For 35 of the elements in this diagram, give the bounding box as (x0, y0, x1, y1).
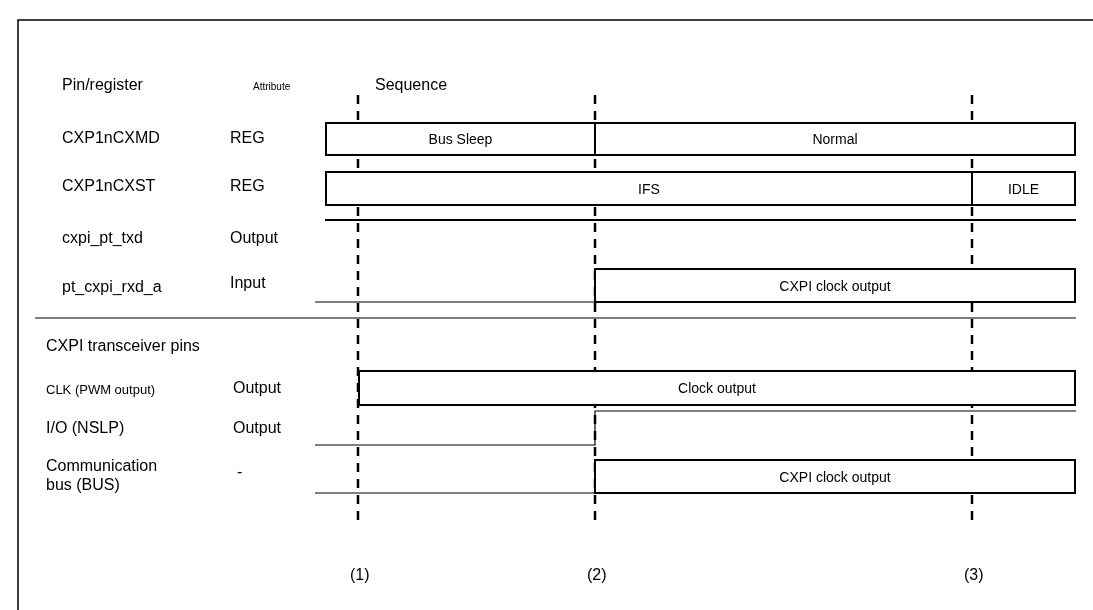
pin-name: cxpi_pt_txd (62, 228, 143, 247)
state-text: Normal (812, 131, 858, 147)
attribute-text: Output (230, 228, 279, 247)
column-heading: Attribute (253, 80, 291, 94)
pin-name: I/O (NSLP) (46, 418, 125, 437)
state-bar (325, 122, 596, 156)
attribute-text: Input (230, 273, 266, 292)
attribute-text: - (237, 462, 243, 481)
attribute-text: REG (230, 176, 265, 195)
timing-point-label: (2) (587, 565, 607, 584)
state-bar (325, 171, 973, 206)
register-name: CXP1nCXST (62, 176, 156, 195)
state-bar (594, 459, 1076, 494)
state-text: CXPI clock output (779, 277, 891, 294)
state-text: Clock output (678, 380, 756, 396)
pin-name: pt_cxpi_rxd_a (62, 277, 162, 296)
column-heading: Pin/register (62, 75, 143, 94)
pin-name: Communication bus (BUS) (46, 456, 159, 494)
register-name: CXP1nCXMD (62, 128, 160, 147)
section-heading: CXPI transceiver pins (46, 336, 200, 355)
attribute-text: Output (233, 418, 282, 437)
timing-point-label: (1) (350, 565, 370, 584)
state-text: CXPI clock output (779, 468, 891, 485)
state-bar (358, 370, 1076, 406)
attribute-text: Output (233, 378, 282, 397)
state-bar (971, 171, 1076, 206)
state-bar (594, 268, 1076, 303)
state-text: Bus Sleep (428, 131, 493, 147)
column-heading: Sequence (375, 75, 448, 94)
attribute-text: REG (230, 128, 265, 147)
pin-name: CLK (PWM output) (46, 381, 156, 399)
state-text: IFS (638, 180, 660, 197)
timing-point-label: (3) (964, 565, 984, 584)
state-bar (594, 122, 1076, 156)
state-text: IDLE (1007, 180, 1040, 197)
